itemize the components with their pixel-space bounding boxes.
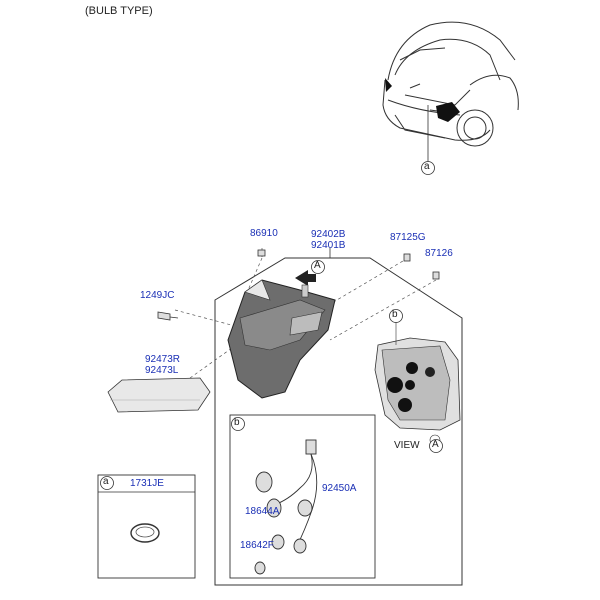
view-arrow-icon — [295, 270, 316, 286]
view-A-letter: A — [432, 439, 439, 450]
lamp-back-view — [374, 337, 461, 446]
tail-lamp-assembly — [227, 279, 336, 399]
part-number-86910[interactable]: 86910 — [250, 228, 278, 239]
fastener-87126 — [432, 271, 440, 280]
callout-A-circle — [311, 260, 325, 274]
part-number-1731je[interactable]: 1731JE — [130, 478, 164, 489]
view-label: VIEW — [394, 440, 420, 451]
part-number-92402b[interactable]: 92402B — [311, 229, 346, 240]
part-number-87125g[interactable]: 87125G — [390, 232, 426, 243]
callout-b-letter: b — [392, 309, 398, 320]
callout-a-letter: a — [424, 161, 430, 172]
vehicle-rear-illustration — [382, 21, 519, 147]
callout-a-circle — [421, 161, 435, 175]
fastener-87125g — [403, 253, 411, 262]
detail-b-label-circle — [231, 417, 245, 431]
wiring-harness — [254, 439, 318, 575]
detail-a-label-circle — [100, 476, 114, 490]
view-A-circle — [429, 439, 443, 453]
assembly-bracket-frame — [214, 257, 463, 586]
part-number-92450a[interactable]: 92450A — [322, 483, 357, 494]
part-number-92473l[interactable]: 92473L — [145, 365, 179, 376]
part-number-18644a[interactable]: 18644A — [245, 506, 280, 517]
detail-b-letter: b — [234, 417, 240, 428]
tail-lamp-left-highlight — [385, 78, 392, 92]
detail-a-letter: a — [103, 476, 109, 487]
grommet-part — [130, 523, 160, 543]
part-number-87126[interactable]: 87126 — [425, 248, 453, 259]
reflector-part — [107, 377, 211, 413]
part-number-1249jc[interactable]: 1249JC — [140, 290, 175, 301]
tail-lamp-highlight — [436, 102, 460, 122]
detail-a-box — [97, 474, 196, 579]
part-number-18642f[interactable]: 18642F — [240, 540, 274, 551]
diagram-title: (BULB TYPE) — [85, 5, 153, 17]
part-number-92401b[interactable]: 92401B — [311, 240, 346, 251]
part-number-92473r[interactable]: 92473R — [145, 354, 181, 365]
callout-A-letter: A — [314, 260, 321, 271]
screw-1249jc — [157, 311, 171, 321]
detail-b-box — [229, 414, 376, 579]
fastener-86910 — [257, 249, 266, 257]
